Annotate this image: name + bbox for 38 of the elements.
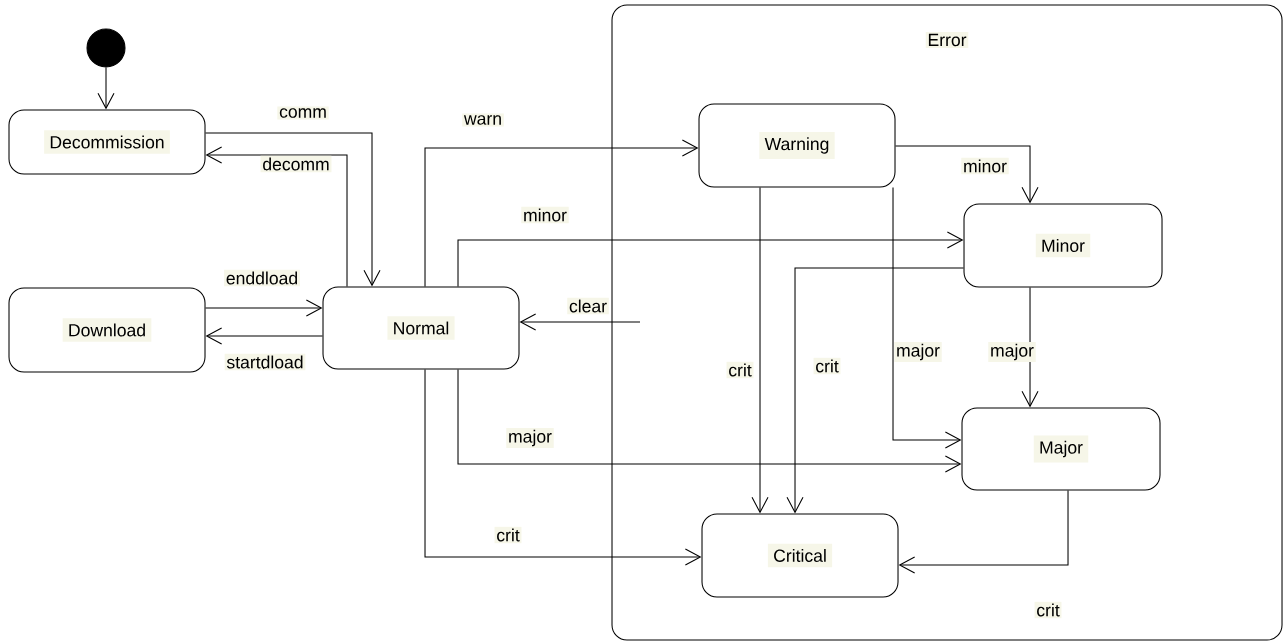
state-box: Normal [322,286,520,370]
edge-label: crit [726,361,754,379]
arrow [205,132,381,287]
state-box: Critical [701,513,899,598]
state-box: Decommission [8,109,206,175]
edge-label: crit [1034,601,1062,619]
arrow [786,267,964,514]
edge-label: crit [813,357,841,375]
edge-label: startdload [224,353,306,371]
arrow [205,327,323,345]
edge-label: warn [462,113,504,127]
arrow [424,369,702,566]
arrow [751,187,769,514]
edge-label: crit [494,526,522,544]
arrow [892,187,962,449]
edge-label: clear [567,297,609,315]
edge-label: minor [521,206,569,224]
arrow [895,145,1039,204]
edge-label: major [988,342,1036,362]
edge-label: comm [277,106,329,120]
state-box: Download [8,287,206,373]
arrow [898,490,1069,574]
arrow [1021,287,1039,408]
arrow [205,146,348,287]
edge-label: major [894,342,942,362]
arrow [97,67,115,110]
edge-label: major [506,428,554,448]
initial-state-dot [86,28,126,68]
state-box: Major [961,407,1161,491]
edge-label: minor [961,157,1009,175]
arrow [424,139,699,287]
arrow [519,313,641,331]
arrow [205,299,323,317]
state-box: Minor [963,203,1163,288]
edge-label: enddload [224,269,300,287]
arrow [457,369,962,473]
arrow [457,231,964,287]
state-box: Warning [698,103,896,188]
